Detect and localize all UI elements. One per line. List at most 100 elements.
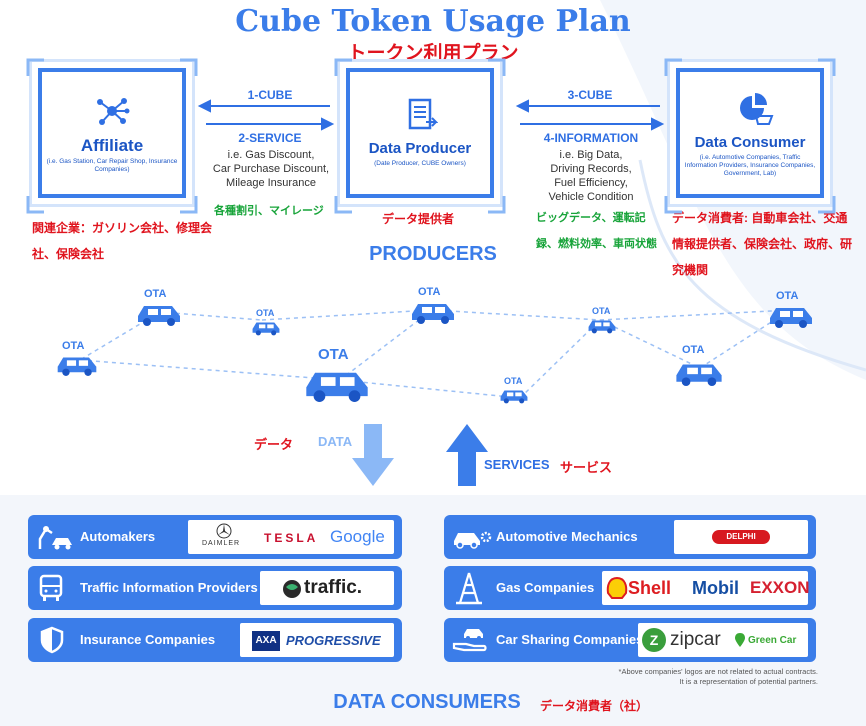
car-gear-icon [454, 531, 492, 549]
arrow-1-label: 1-CUBE [247, 88, 293, 102]
arrow-2-sub-line: Car Purchase Discount, [212, 163, 330, 175]
affiliate-jp: 関連企業：ガソリン会社、修理会社、保険会社 [32, 221, 213, 261]
consumer-panel-automakers: Automakers DAIMLER TESLA Google [28, 515, 402, 559]
ota-label: OTA [418, 286, 441, 298]
arrow-3-label: 3-CUBE [567, 88, 613, 102]
daimler-star-icon [216, 523, 232, 539]
arrow-4-label: 4-INFORMATION [543, 131, 639, 145]
panel-label: Insurance Companies [80, 632, 216, 647]
google-logo: Google [330, 527, 385, 546]
logo-box-gas: Shell Mobil EXXON [602, 571, 810, 605]
box-corner-brackets [26, 58, 836, 214]
disclaimer-line: It is a representation of potential part… [679, 677, 818, 686]
arrow-2-sub: i.e. Gas Discount, Car Purchase Discount… [196, 148, 346, 190]
oil-rig-icon [456, 572, 482, 605]
consumer-panel-traffic: Traffic Information Providers traffic. [28, 566, 402, 610]
car-icon [412, 304, 454, 324]
shell-logo: Shell [628, 578, 672, 598]
ota-label: OTA [318, 346, 349, 363]
mobil-logo: Mobil [692, 578, 739, 598]
arrow-2-sub-line: i.e. Gas Discount, [227, 149, 315, 161]
up-arrow-icon [446, 424, 488, 486]
page-title: Cube Token Usage Plan [235, 4, 631, 39]
car-icon [676, 364, 722, 386]
logo-box-automakers: DAIMLER TESLA Google [188, 520, 394, 554]
consumer-panel-carsharing: Car Sharing Companies Z zipcar Green Car [444, 618, 816, 662]
arrow-2-label: 2-SERVICE [238, 131, 302, 145]
consumers-heading: DATA CONSUMERS [333, 691, 521, 713]
zipcar-logo: zipcar [670, 629, 721, 650]
ota-label: OTA [504, 376, 523, 386]
car-icon [138, 306, 180, 326]
arrow-4-sub-line: Vehicle Condition [548, 191, 634, 203]
panel-label: Automakers [80, 529, 156, 544]
consumer-panel-mechanics: Automotive Mechanics DELPHI [444, 515, 816, 559]
ota-label: OTA [144, 288, 167, 300]
ota-label: OTA [776, 290, 799, 302]
globe-icon [283, 580, 301, 598]
logo-box-traffic: traffic. [260, 571, 394, 605]
data-jp: データ [254, 437, 294, 452]
consumer-box: Data Consumer (i.e. Automotive Companies… [676, 68, 824, 198]
consumer-label: Data Consumer [694, 134, 806, 151]
ota-car: OTA [54, 340, 110, 380]
affiliate-label: Affiliate [80, 136, 144, 155]
ota-car: OTA [250, 308, 290, 338]
ota-car: OTA [586, 306, 626, 336]
car-icon [588, 320, 616, 334]
zipcar-emblem-icon: Z [642, 628, 666, 652]
network-icon [97, 98, 130, 125]
page-subtitle-jp: トークン利用プラン [347, 43, 519, 64]
tesla-logo: TESLA [264, 531, 319, 545]
consumers-heading-jp: データ消費者（社） [540, 699, 649, 713]
car-icon [57, 357, 97, 376]
disclaimer-note: *Above companies' logos are not related … [560, 667, 818, 687]
producer-jp: データ提供者 [382, 212, 455, 226]
axa-logo: AXA [252, 631, 280, 651]
ota-car: OTA [408, 286, 464, 326]
ota-car: OTA [672, 344, 732, 390]
car-icon [500, 390, 528, 404]
services-jp: サービス [560, 460, 613, 475]
arrow-4-sub: i.e. Big Data, Driving Records, Fuel Eff… [518, 148, 664, 204]
ota-car: OTA [766, 290, 822, 330]
shell-emblem-icon [606, 577, 628, 599]
arrow-4-sub-line: Driving Records, [550, 163, 632, 175]
arrow-4-jp: ビッグデータ、運転記録、燃料効率、車両状態 [536, 212, 657, 250]
greencar-logo: Green Car [748, 635, 797, 646]
arrow-4-sub-line: Fuel Efficiency, [554, 177, 628, 189]
arrow-4-sub-line: i.e. Big Data, [559, 149, 623, 161]
ota-label: OTA [592, 306, 611, 316]
down-arrow-icon [352, 424, 394, 486]
arrow-2-jp: 各種割引、マイレージ [214, 205, 324, 217]
services-label: SERVICES [484, 457, 550, 472]
producer-box: Data Producer (Date Producer, CUBE Owner… [346, 68, 494, 198]
bus-icon [39, 574, 63, 601]
ota-label: OTA [62, 340, 85, 352]
exxon-logo: EXXON [750, 578, 810, 597]
ota-label: OTA [256, 308, 275, 318]
progressive-logo: PROGRESSIVE [286, 633, 381, 648]
car-icon [252, 322, 280, 336]
car-icon [770, 308, 812, 328]
logo-box-insurance: AXA PROGRESSIVE [240, 623, 394, 657]
logo-box-mechanics: DELPHI [674, 520, 808, 554]
car-icon [306, 372, 368, 402]
logo-box-carsharing: Z zipcar Green Car [638, 623, 808, 657]
greencar-pin-icon [735, 633, 745, 647]
traffic-logo: traffic. [304, 577, 363, 598]
consumer-jp: データ消費者: 自動車会社、交通情報提供者、保険会社、政府、研究機関 [672, 211, 853, 277]
ota-label: OTA [682, 344, 705, 356]
consumer-panel-gas: Gas Companies Shell Mobil EXXON [444, 566, 816, 610]
panel-label: Car Sharing Companies [496, 632, 644, 647]
delphi-logo: DELPHI [712, 530, 770, 544]
daimler-logo: DAIMLER [202, 540, 241, 547]
panel-label: Automotive Mechanics [496, 529, 638, 544]
consumer-panel-insurance: Insurance Companies AXA PROGRESSIVE [28, 618, 402, 662]
affiliate-sub: (i.e. Gas Station, Car Repair Shop, Insu… [46, 158, 178, 173]
robot-arm-car-icon [38, 526, 72, 550]
affiliate-box: Affiliate (i.e. Gas Station, Car Repair … [38, 68, 186, 198]
pie-cart-icon [740, 93, 774, 125]
ota-car: OTA [134, 288, 190, 328]
shield-icon [40, 626, 64, 654]
